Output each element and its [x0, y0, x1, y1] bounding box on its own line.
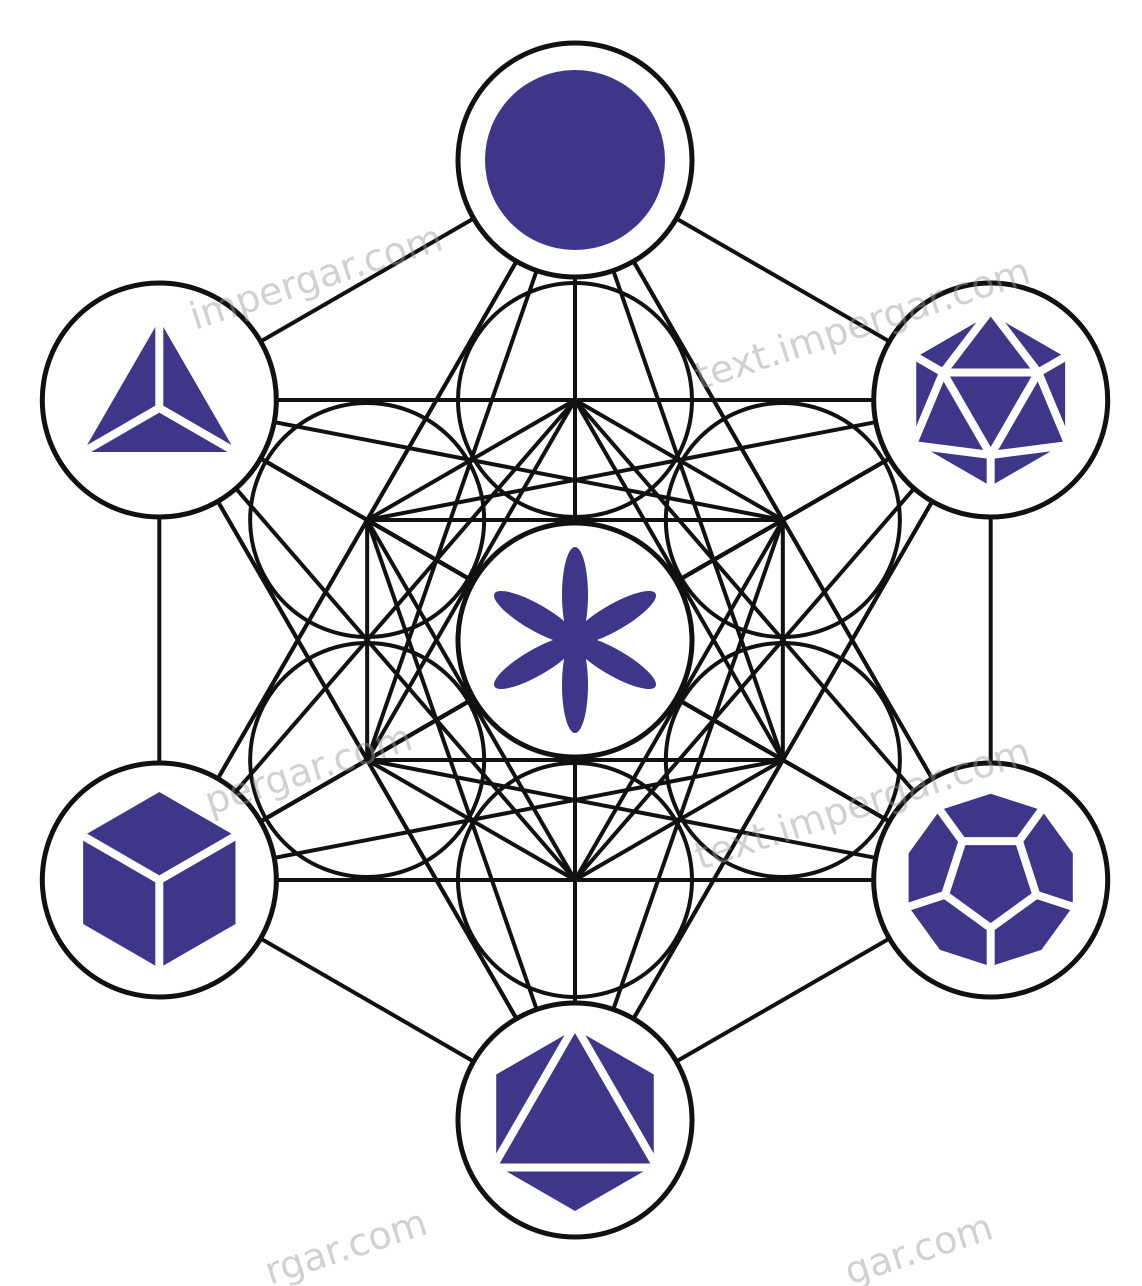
- top-emblem: [458, 43, 692, 277]
- octahedron-icon: [458, 1003, 692, 1237]
- seed-of-life-flower-icon: [458, 523, 692, 757]
- sphere-icon: [485, 70, 665, 250]
